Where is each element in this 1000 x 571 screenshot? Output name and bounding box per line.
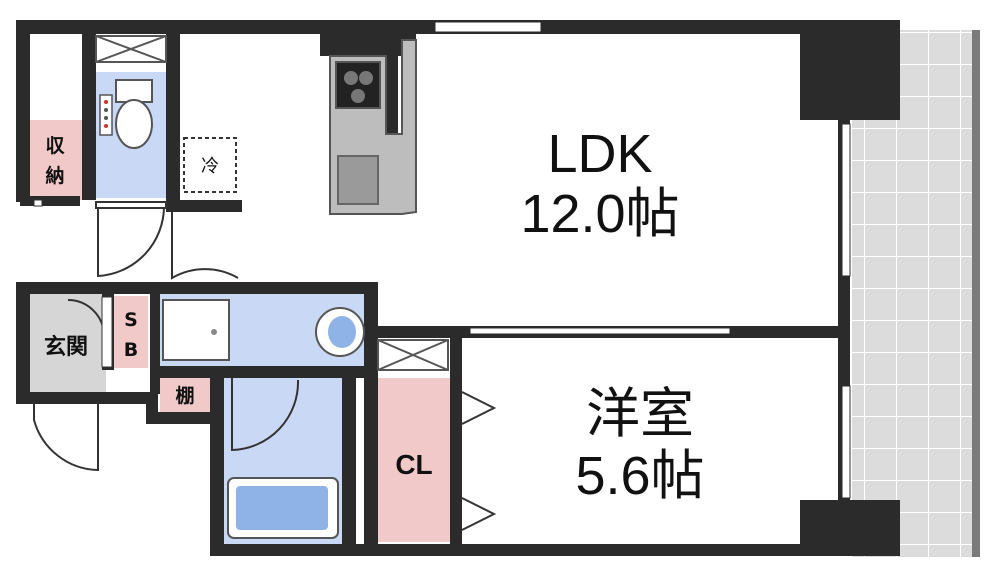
washer-pan	[162, 299, 230, 361]
vent-icon	[95, 35, 449, 371]
storage-area	[28, 120, 83, 200]
doors	[33, 201, 497, 531]
sliding-door-western	[469, 327, 731, 335]
shoe-box-label-s: S	[124, 309, 138, 331]
storage-label-bottom: 納	[45, 164, 64, 187]
shelf-area	[160, 378, 212, 412]
entrance-label: 玄関	[44, 334, 88, 360]
ldk-size: 12.0帖	[520, 184, 679, 244]
fridge-label: 冷	[201, 156, 219, 177]
shoe-box	[114, 296, 148, 368]
storage-label-top: 収	[45, 135, 65, 157]
window-western-balcony	[841, 385, 851, 499]
kitchen-counter	[329, 39, 417, 215]
window-top	[434, 21, 542, 33]
fridge-space	[183, 137, 237, 193]
shelf-label: 棚	[175, 384, 194, 407]
western-room-name: 洋室	[586, 384, 694, 444]
window-ldk-balcony	[841, 123, 851, 277]
closet-area	[377, 378, 453, 542]
toilet-icon	[99, 79, 153, 149]
ldk-name: LDK	[547, 124, 652, 184]
entrance-area	[30, 292, 106, 392]
bathtub-icon	[227, 477, 339, 539]
western-room-size: 5.6帖	[575, 446, 704, 506]
shoe-box-label-b: B	[124, 339, 138, 361]
closet-label: CL	[395, 449, 432, 480]
